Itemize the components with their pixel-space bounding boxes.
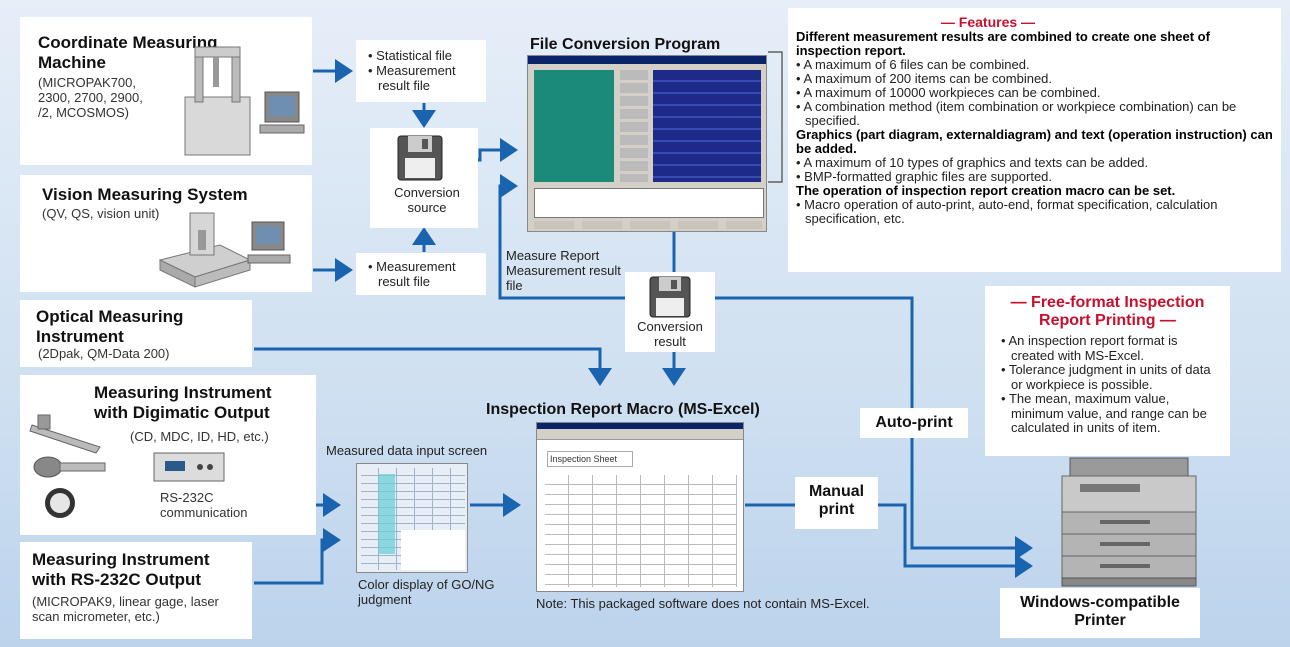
- measure-report-file-label: Measure Report Measurement result file: [506, 248, 621, 293]
- right-panel: [653, 70, 761, 182]
- arrow-macro-to-printer-manual: [745, 503, 1033, 578]
- macro-sheet-title: Inspection Sheet: [547, 451, 633, 468]
- free-format-item: • Tolerance judgment in units of data or…: [1001, 362, 1211, 392]
- feature-heading: The operation of inspection report creat…: [796, 183, 1176, 198]
- go-ng-highlight: [379, 474, 395, 554]
- free-format-title: — Free-format Inspection Report Printing…: [1010, 294, 1205, 330]
- cmm-title: Coordinate Measuring Machine: [38, 33, 218, 72]
- arrow-report-file-to-converter: [498, 174, 640, 300]
- digimatic-title: Measuring Instrument with Digimatic Outp…: [94, 383, 272, 422]
- window-title-bar: [537, 423, 743, 429]
- window-title-bar: [528, 56, 766, 64]
- button-row: [534, 221, 762, 229]
- feature-item: • A maximum of 6 files can be combined.: [796, 57, 1030, 72]
- feature-item: • A combination method (item combination…: [796, 99, 1237, 128]
- cmm-models: (MICROPAK700, 2300, 2700, 2900, /2, MCOS…: [38, 75, 143, 120]
- cmm-file-item: • Measurement result file: [368, 63, 456, 93]
- vision-files-box: • Measurement result file: [356, 253, 486, 295]
- cmm-files-box: • Statistical file • Measurement result …: [356, 40, 486, 102]
- features-box: — Features — Different measurement resul…: [788, 8, 1281, 272]
- vision-models: (QV, QS, vision unit): [42, 206, 160, 221]
- vision-box: Vision Measuring System (QV, QS, vision …: [20, 175, 312, 292]
- feature-item: • BMP-formatted graphic files are suppor…: [796, 169, 1053, 184]
- macro-window: Inspection Sheet: [536, 422, 744, 592]
- optical-models: (2Dpak, QM-Data 200): [38, 346, 170, 361]
- vision-title: Vision Measuring System: [42, 185, 248, 204]
- cmm-machine-icon: [184, 46, 305, 156]
- feature-item: • A maximum of 10000 workpieces can be c…: [796, 85, 1101, 100]
- features-title: — Features —: [940, 14, 1036, 30]
- color-display-label: Color display of GO/NG judgment: [358, 577, 495, 607]
- free-format-item: • The mean, maximum value, minimum value…: [1001, 391, 1207, 435]
- rs232-title: Measuring Instrument with RS-232C Output: [32, 550, 210, 589]
- input-lower-panel: [401, 530, 465, 570]
- spreadsheet-grid: [545, 475, 737, 587]
- free-format-box: — Free-format Inspection Report Printing…: [985, 286, 1230, 456]
- manual-print-label: Manual print: [808, 483, 865, 519]
- macro-title: Inspection Report Macro (MS-Excel): [486, 401, 760, 418]
- digimatic-box: Measuring Instrument with Digimatic Outp…: [20, 375, 316, 535]
- conversion-result-box: Conversion result: [625, 272, 715, 352]
- conversion-result-label: Conversion result: [637, 319, 703, 349]
- measured-input-window: [356, 463, 468, 573]
- digimatic-comm-label: RS-232C communication: [160, 490, 248, 520]
- feature-heading: Graphics (part diagram, externaldiagram)…: [796, 127, 1273, 156]
- feature-item: • A maximum of 10 types of graphics and …: [796, 155, 1149, 170]
- feature-heading: Different measurement results are combin…: [796, 29, 1210, 58]
- middle-column: [620, 70, 648, 182]
- printer-label-box: Windows-compatible Printer: [1000, 588, 1200, 638]
- auto-print-label: Auto-print: [875, 414, 953, 431]
- arrow-optical-to-macro: [254, 347, 612, 386]
- note-text: Note: This packaged software does not co…: [536, 596, 870, 611]
- vision-file-item: • Measurement result file: [368, 259, 456, 289]
- digimatic-instruments-icon: [29, 414, 225, 518]
- rs232-box: Measuring Instrument with RS-232C Output…: [20, 542, 252, 639]
- rs232-models: (MICROPAK9, linear gage, laser scan micr…: [32, 594, 219, 624]
- vision-system-icon: [158, 212, 291, 288]
- file-conversion-window: [527, 55, 767, 232]
- manual-print-box: Manual print: [795, 477, 878, 529]
- optical-title: Optical Measuring Instrument: [36, 307, 184, 346]
- feature-item: • Macro operation of auto-print, auto-en…: [796, 197, 1218, 226]
- floppy-disk-icon: [649, 276, 691, 318]
- bottom-list: [534, 188, 764, 218]
- toolbar: [537, 429, 743, 440]
- printer-label: Windows-compatible Printer: [1020, 594, 1180, 630]
- bracket-features: [768, 51, 783, 183]
- conversion-source-label: Conversion source: [394, 185, 460, 215]
- feature-item: • A maximum of 200 items can be combined…: [796, 71, 1053, 86]
- cmm-file-item: • Statistical file: [368, 48, 453, 63]
- digimatic-models: (CD, MDC, ID, HD, etc.): [130, 429, 269, 444]
- arrow-rs232-to-input: [254, 528, 341, 585]
- measured-input-label: Measured data input screen: [326, 443, 488, 458]
- floppy-disk-icon: [397, 135, 443, 181]
- file-conversion-title: File Conversion Program: [530, 36, 721, 53]
- cmm-box: Coordinate Measuring Machine (MICROPAK70…: [20, 17, 312, 165]
- left-panel: [534, 70, 614, 182]
- conversion-source-box: Conversion source: [370, 128, 478, 228]
- optical-box: Optical Measuring Instrument (2Dpak, QM-…: [20, 300, 252, 367]
- auto-print-box: Auto-print: [860, 408, 968, 438]
- free-format-item: • An inspection report format is created…: [1001, 333, 1178, 363]
